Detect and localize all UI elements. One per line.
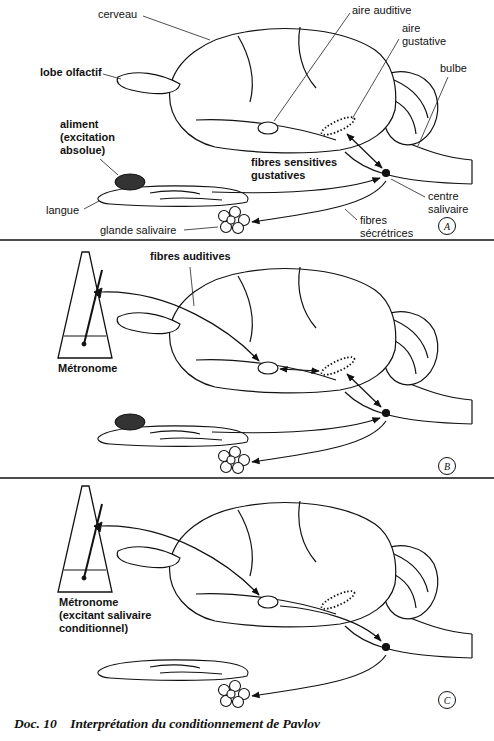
secretory-fibre — [252, 421, 386, 462]
leader-line — [418, 77, 448, 146]
leader-line — [143, 16, 210, 40]
panel-a — [84, 13, 472, 234]
panel-b — [58, 252, 472, 474]
panel-letter-text: A — [444, 221, 450, 232]
leader-line — [184, 227, 218, 230]
mouth — [98, 660, 250, 708]
panel-letter: B — [438, 457, 456, 475]
part-label: cerveau — [98, 8, 137, 21]
leader-line — [190, 267, 194, 306]
part-label: langue — [46, 204, 79, 217]
metronome — [58, 486, 112, 592]
metronome — [58, 252, 112, 358]
part-label: bulbe — [440, 62, 467, 75]
auditory-fibre — [102, 292, 259, 361]
part-label: fibres sécrétrices — [360, 214, 422, 240]
food — [115, 414, 145, 430]
panel-letter-text: C — [444, 695, 451, 706]
part-label: fibres sensitives gustatives — [250, 156, 348, 182]
figure-caption: Doc. 10 Interprétation du conditionnemen… — [14, 716, 320, 732]
nerve-arrow — [347, 374, 381, 407]
part-label: glande salivaire — [100, 224, 176, 237]
leader-lines — [84, 13, 448, 230]
leader-line — [352, 39, 399, 119]
part-label: lobe olfactif — [40, 66, 102, 79]
panel-divider — [0, 477, 494, 479]
brain — [117, 501, 472, 658]
leader-line — [84, 201, 99, 209]
leader-line — [345, 209, 357, 220]
part-label: Métronome — [58, 362, 117, 375]
panel-c — [58, 486, 472, 708]
panel-letter: A — [438, 217, 456, 235]
food — [115, 174, 145, 190]
part-label: aliment (excitation absolue) — [60, 118, 124, 157]
leader-line — [100, 159, 118, 175]
leader-line — [103, 74, 121, 79]
conditioned-pathway — [280, 606, 381, 641]
leader-line — [391, 179, 425, 197]
brain — [117, 27, 472, 184]
brain — [117, 267, 472, 424]
panel-letter: C — [438, 691, 456, 709]
panel-divider — [0, 239, 494, 241]
auditory-fibre — [102, 526, 259, 595]
part-label: aire gustative — [402, 22, 452, 48]
panel-letter-text: B — [444, 461, 450, 472]
part-label: fibres auditives — [150, 250, 231, 263]
secretory-fibre — [252, 655, 386, 696]
new-connection — [280, 369, 319, 371]
nerve-arrow — [347, 134, 382, 168]
part-label: centre salivaire — [428, 190, 480, 216]
sensory-fibre — [212, 418, 380, 433]
leader-line — [274, 13, 350, 121]
part-label: aire auditive — [352, 4, 411, 17]
part-label: Métronome (excitant salivaire conditionn… — [58, 596, 166, 635]
